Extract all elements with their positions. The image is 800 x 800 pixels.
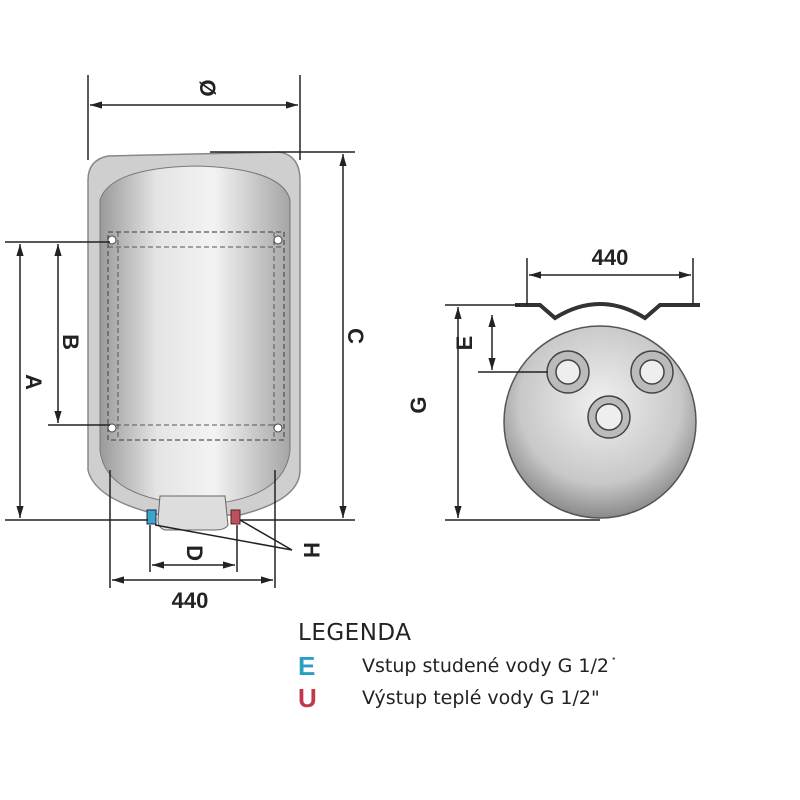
dimension-h-label: H: [299, 542, 324, 558]
bottom-flange: [157, 495, 229, 531]
legend-text: Vstup studené vody G 1/2˙: [362, 655, 619, 677]
legend: LEGENDA E Vstup studené vody G 1/2˙ U Vý…: [298, 620, 618, 714]
legend-text: Výstup teplé vody G 1/2": [362, 687, 600, 709]
dimension-c-label: C: [343, 328, 368, 344]
diameter-label: Ø: [195, 79, 220, 96]
pipe-right: [630, 350, 674, 394]
heating-element-outline: [107, 231, 285, 441]
dimension-d-label: D: [182, 545, 207, 561]
legend-item-cold-inlet: E Vstup studené vody G 1/2˙: [298, 650, 618, 682]
cold-inlet-pipe: [146, 509, 157, 525]
dimension-e-label: E: [452, 336, 477, 351]
mounting-bracket: [515, 302, 700, 321]
pipe-left: [546, 350, 590, 394]
legend-item-hot-outlet: U Výstup teplé vody G 1/2": [298, 682, 618, 714]
front-width-label: 440: [172, 588, 209, 613]
front-view: Ø C A B D H 440: [5, 75, 368, 613]
side-width-label: 440: [592, 245, 629, 270]
hot-outlet-pipe: [230, 509, 241, 525]
dimension-g-label: G: [406, 396, 431, 413]
tank-inner: [99, 165, 291, 506]
dimension-b-label: B: [58, 334, 83, 350]
side-view: 440 G E: [406, 245, 700, 521]
pipe-bottom: [587, 395, 631, 439]
legend-key-e: E: [298, 650, 316, 681]
legend-title: LEGENDA: [298, 620, 412, 646]
dimension-a-label: A: [21, 374, 46, 390]
legend-key-u: U: [298, 682, 317, 713]
